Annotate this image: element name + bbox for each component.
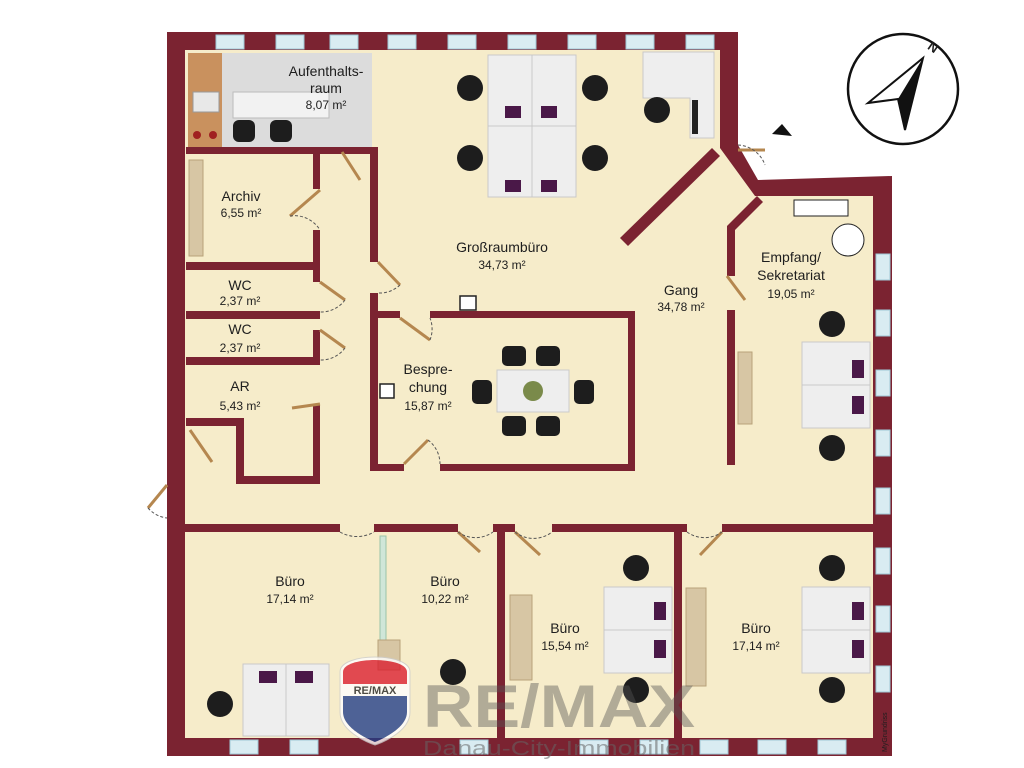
room-area-empfang: 19,05 m² <box>767 287 814 301</box>
remax-watermark: RE/MAX RE/MAX Danau-City-Immobilien <box>339 656 695 760</box>
room-name-buero-4: Büro <box>741 620 771 636</box>
room-area-aufenthaltsraum: 8,07 m² <box>306 98 347 112</box>
plan-credit: MyGrundriss <box>882 712 889 752</box>
room-area-grossraumbuero: 34,73 m² <box>478 258 525 272</box>
room-name-wc-1: WC <box>228 277 251 293</box>
room-area-wc-1: 2,37 m² <box>220 294 261 308</box>
remax-badge-text: RE/MAX <box>354 685 397 697</box>
room-area-buero-4: 17,14 m² <box>732 639 779 653</box>
room-name-buero-3: Büro <box>550 620 580 636</box>
room-area-buero-3: 15,54 m² <box>541 639 588 653</box>
furniture <box>207 51 871 737</box>
room-area-buero-2: 10,22 m² <box>421 592 468 606</box>
room-name-wc-2: WC <box>228 321 251 337</box>
room-name-besprechung-1: Bespre- <box>403 361 452 377</box>
remax-tagline: Danau-City-Immobilien <box>423 738 695 760</box>
room-labels: Aufenthalts- raum 8,07 m² Archiv 6,55 m²… <box>220 63 825 653</box>
room-name-aufenthaltsraum-2: raum <box>310 80 342 96</box>
room-name-buero-1: Büro <box>275 573 305 589</box>
room-name-ar: AR <box>230 378 249 394</box>
room-name-empfang-1: Empfang/ <box>761 249 821 265</box>
room-name-gang: Gang <box>664 282 698 298</box>
room-name-archiv: Archiv <box>222 188 261 204</box>
room-name-buero-2: Büro <box>430 573 460 589</box>
room-area-gang: 34,78 m² <box>657 300 704 314</box>
doors <box>146 124 792 557</box>
room-area-buero-1: 17,14 m² <box>266 592 313 606</box>
room-name-empfang-2: Sekretariat <box>757 267 825 283</box>
remax-logo-text: RE/MAX <box>423 673 695 740</box>
north-arrow-icon: N <box>846 32 960 146</box>
windows <box>215 34 891 755</box>
room-area-ar: 5,43 m² <box>220 399 261 413</box>
room-name-aufenthaltsraum-1: Aufenthalts- <box>289 63 364 79</box>
room-area-wc-2: 2,37 m² <box>220 341 261 355</box>
room-area-archiv: 6,55 m² <box>221 206 262 220</box>
room-name-grossraumbuero: Großraumbüro <box>456 239 548 255</box>
interior-walls <box>167 147 874 738</box>
room-name-besprechung-2: chung <box>409 379 447 395</box>
room-area-besprechung: 15,87 m² <box>404 399 451 413</box>
